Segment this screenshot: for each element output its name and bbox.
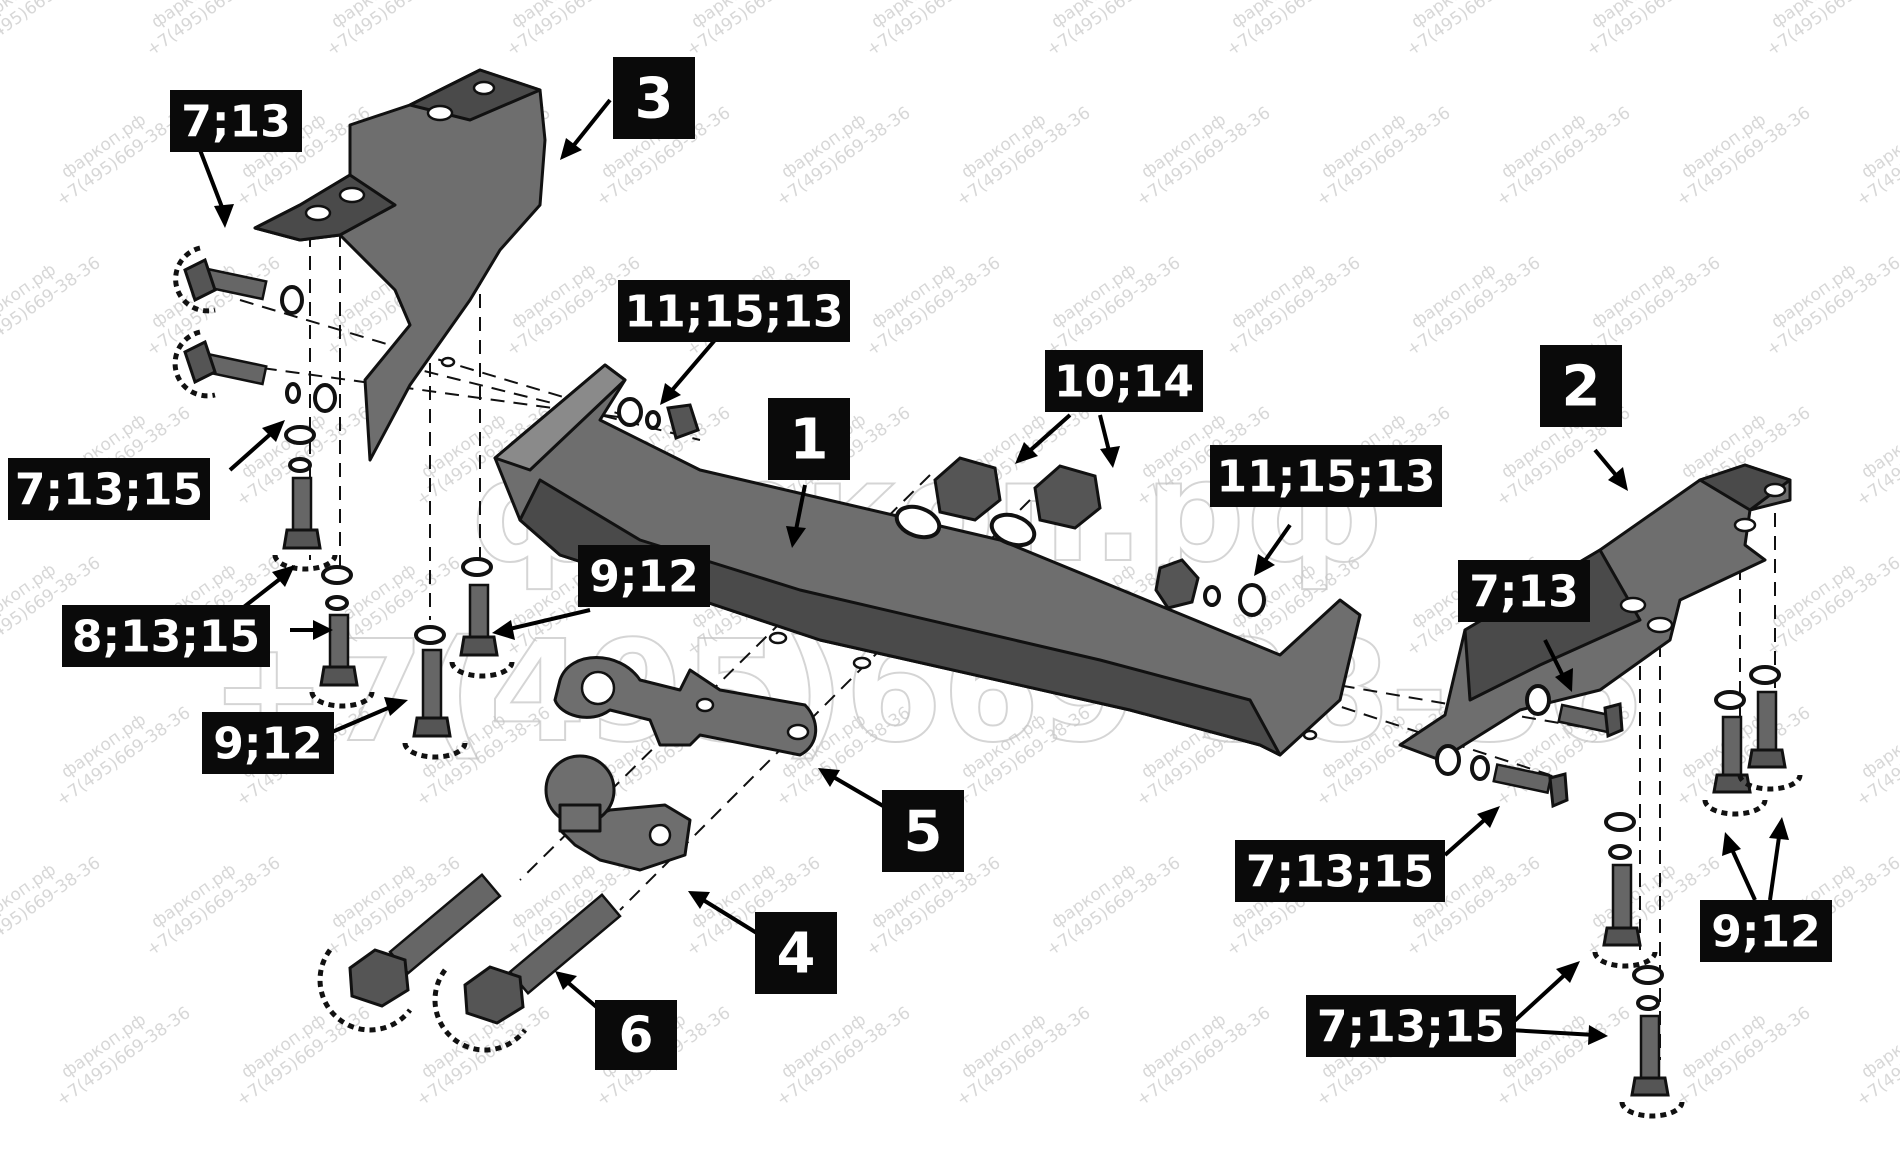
watermark-tile: фаркоп.рф+7(495)669-38-36 (773, 103, 915, 210)
watermark-tile: фаркоп.рф+7(495)669-38-36 (773, 1003, 915, 1110)
watermark-tile: фаркоп.рф+7(495)669-38-36 (1043, 853, 1185, 960)
watermark-tile: фаркоп.рф+7(495)669-38-36 (953, 103, 1095, 210)
callout-part-6-text: 6 (619, 1006, 654, 1064)
watermark-tile: фаркоп.рф+7(495)669-38-36 (1583, 0, 1725, 60)
callout-part-6: 6 (595, 1000, 677, 1070)
callout-10-14-center: 10;14 (1045, 350, 1203, 412)
left-bracket (253, 68, 547, 462)
watermark-tile: фаркоп.рф+7(495)669-38-36 (1673, 103, 1815, 210)
callout-9-12-right: 9;12 (1700, 900, 1832, 962)
callout-part-1-text: 1 (790, 408, 829, 473)
watermark-tile: фаркоп.рф+7(495)669-38-36 (1673, 1003, 1815, 1110)
callout-part-3-text: 3 (635, 67, 674, 132)
watermark-tile: фаркоп.рф+7(495)669-38-36 (1763, 553, 1900, 660)
callout-part-4-text: 4 (777, 922, 816, 987)
watermark-tile: фаркоп.рф+7(495)669-38-36 (1043, 253, 1185, 360)
watermark-tile: фаркоп.рф+7(495)669-38-36 (1223, 253, 1365, 360)
watermark-tile: фаркоп.рф+7(495)669-38-36 (0, 253, 104, 360)
watermark-tile: фаркоп.рф+7(495)669-38-36 (143, 0, 285, 60)
callout-7-13-15-left: 7;13;15 (8, 458, 210, 520)
left-fasteners (172, 245, 700, 760)
callout-7-13-15-left-text: 7;13;15 (15, 465, 203, 516)
callout-8-13-15-left: 8;13;15 (62, 605, 270, 667)
watermark-tile: фаркоп.рф+7(495)669-38-36 (1493, 103, 1635, 210)
watermark-tile: фаркоп.рф+7(495)669-38-36 (683, 0, 825, 60)
callout-labels: 3 7;13 11;15;13 10;14 1 2 11;15;13 7;13 (8, 57, 1832, 1070)
callout-9-12-left-lower: 9;12 (202, 712, 334, 774)
callout-part-5: 5 (882, 790, 964, 872)
watermark-tile: фаркоп.рф+7(495)669-38-36 (323, 0, 465, 60)
watermark-tile: фаркоп.рф+7(495)669-38-36 (1763, 0, 1900, 60)
watermark-tile: фаркоп.рф+7(495)669-38-36 (1133, 1003, 1275, 1110)
callout-part-3: 3 (613, 57, 695, 139)
watermark-tile: фаркоп.рф+7(495)669-38-36 (1853, 703, 1900, 810)
watermark-tile: фаркоп.рф+7(495)669-38-36 (0, 0, 104, 60)
watermark-tile: фаркоп.рф+7(495)669-38-36 (1763, 253, 1900, 360)
right-fasteners (1154, 558, 1803, 1119)
callout-part-2-text: 2 (1562, 355, 1601, 420)
callout-part-2: 2 (1540, 345, 1622, 427)
callout-part-1: 1 (768, 398, 850, 480)
watermark-tile: фаркоп.рф+7(495)669-38-36 (1133, 103, 1275, 210)
callout-7-13-15-right-upper: 7;13;15 (1235, 840, 1445, 902)
callout-9-12-left-upper: 9;12 (578, 545, 710, 607)
callout-10-14-center-text: 10;14 (1054, 357, 1194, 408)
watermark-tile: фаркоп.рф+7(495)669-38-36 (1043, 0, 1185, 60)
watermark-tile: фаркоп.рф+7(495)669-38-36 (1313, 103, 1455, 210)
watermark-tile: фаркоп.рф+7(495)669-38-36 (1223, 0, 1365, 60)
watermark-tile: фаркоп.рф+7(495)669-38-36 (1403, 0, 1545, 60)
callout-9-12-right-text: 9;12 (1711, 907, 1820, 958)
callout-7-13-15-right-lower-text: 7;13;15 (1317, 1002, 1505, 1053)
callout-11-15-13-left-text: 11;15;13 (625, 287, 844, 338)
watermark-tile: фаркоп.рф+7(495)669-38-36 (503, 0, 645, 60)
watermark-tile: фаркоп.рф+7(495)669-38-36 (953, 1003, 1095, 1110)
watermark-tile: фаркоп.рф+7(495)669-38-36 (863, 0, 1005, 60)
callout-part-5-text: 5 (904, 800, 943, 865)
callout-11-15-13-right-text: 11;15;13 (1217, 452, 1436, 503)
callout-part-4: 4 (755, 912, 837, 994)
callout-7-13-15-right-upper-text: 7;13;15 (1246, 847, 1434, 898)
long-bolts (317, 872, 622, 1053)
watermark-tile: фаркоп.рф+7(495)669-38-36 (0, 853, 104, 960)
center-fasteners (894, 456, 1102, 548)
watermark-tile: фаркоп.рф+7(495)669-38-36 (53, 1003, 195, 1110)
callout-7-13-15-right-lower: 7;13;15 (1306, 995, 1516, 1057)
callout-7-13-right-text: 7;13 (1469, 567, 1578, 618)
watermark-tile: фаркоп.рф+7(495)669-38-36 (863, 253, 1005, 360)
right-bracket (1398, 463, 1792, 762)
watermark-phone-text: +7(495)669-38-36 (0, 0, 104, 60)
watermark-tile: фаркоп.рф+7(495)669-38-36 (1583, 253, 1725, 360)
watermark-tile: фаркоп.рф+7(495)669-38-36 (53, 703, 195, 810)
callout-11-15-13-right: 11;15;13 (1210, 445, 1442, 507)
watermark-tile: фаркоп.рф+7(495)669-38-36 (1403, 253, 1545, 360)
callout-9-12-left-upper-text: 9;12 (589, 552, 698, 603)
leader-arrows (198, 98, 1789, 1045)
tow-ball (544, 754, 692, 872)
callout-9-12-left-lower-text: 9;12 (213, 719, 322, 770)
callout-7-13-top-left: 7;13 (170, 90, 302, 152)
socket-bracket (553, 656, 818, 757)
watermark-tile: фаркоп.рф+7(495)669-38-36 (1853, 1003, 1900, 1110)
callout-7-13-right: 7;13 (1458, 560, 1590, 622)
watermark-tile: фаркоп.рф+7(495)669-38-36 (233, 1003, 375, 1110)
watermark-tile: фаркоп.рф+7(495)669-38-36 (1853, 403, 1900, 510)
callout-11-15-13-left: 11;15;13 (618, 280, 850, 342)
callout-8-13-15-left-text: 8;13;15 (72, 612, 260, 663)
watermark-tile: фаркоп.рф+7(495)669-38-36 (1853, 103, 1900, 210)
watermark-tile: фаркоп.рф+7(495)669-38-36 (143, 853, 285, 960)
callout-7-13-top-left-text: 7;13 (181, 97, 290, 148)
